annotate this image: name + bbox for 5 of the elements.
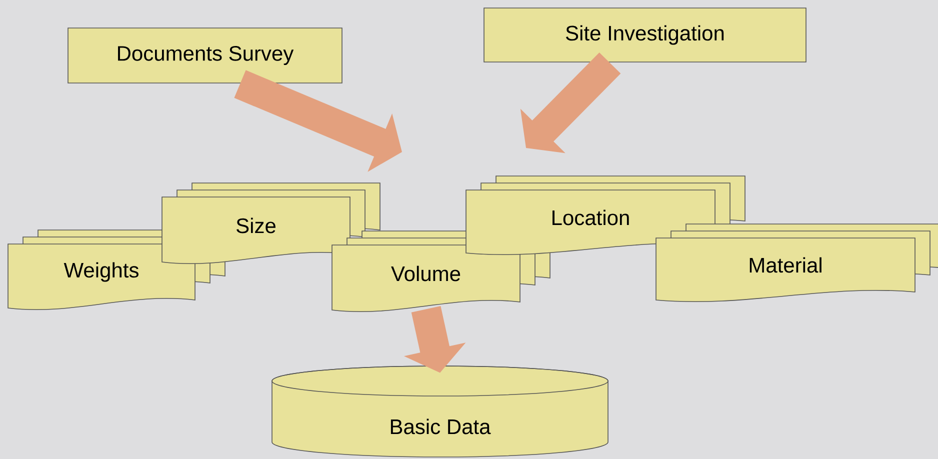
text-box: Site Investigation: [484, 8, 806, 62]
document-stack: Size: [162, 182, 380, 264]
database-cylinder: Basic Data: [272, 366, 608, 458]
text-box: Documents Survey: [68, 28, 342, 84]
document-stack: Material: [656, 224, 938, 302]
